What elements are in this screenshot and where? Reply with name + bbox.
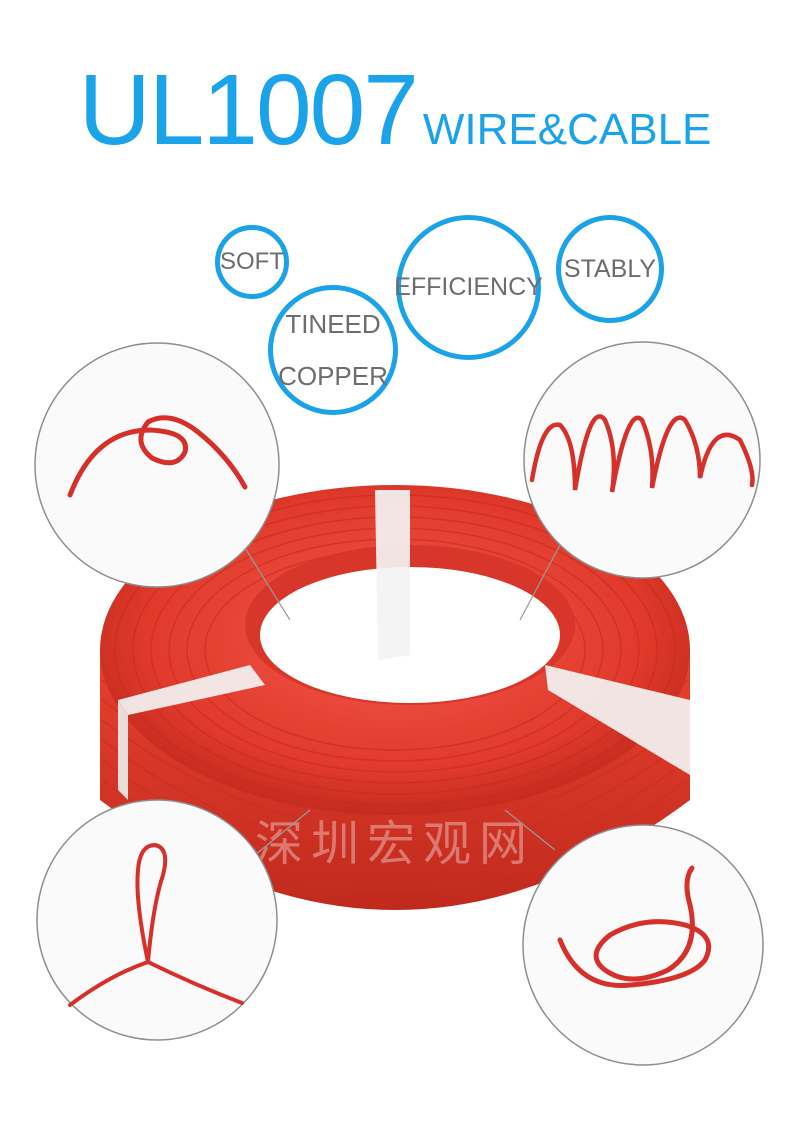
watermark-text: 深圳宏观网 (255, 816, 535, 872)
detail-knot (34, 342, 280, 588)
badge-efficiency-label: EFFICIENCY (394, 273, 543, 301)
badge-tinned-line1: TINEED (285, 309, 381, 339)
detail-spring (523, 341, 761, 579)
badge-stably-label: STABLY (563, 254, 657, 283)
badge-efficiency: EFFICIENCY (394, 215, 543, 360)
badge-tinned-copper: TINEED COPPER (268, 285, 398, 415)
badge-stably: STABLY (556, 215, 664, 323)
badge-soft-label: SOFT (220, 248, 284, 275)
wire-coil (100, 485, 690, 910)
badge-soft: SOFT (215, 225, 289, 299)
callout-lines (239, 539, 561, 856)
detail-loop (522, 824, 764, 1066)
detail-twist (36, 799, 278, 1041)
badge-tinned-line2: COPPER (278, 361, 388, 391)
title-subtitle: WIRE&CABLE (422, 105, 712, 154)
model-number: UL1007 (78, 54, 419, 166)
